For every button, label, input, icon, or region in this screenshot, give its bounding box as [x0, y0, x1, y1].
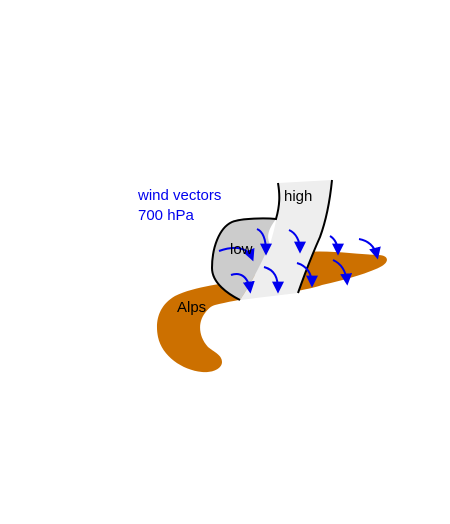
curved-arrow-icon — [230, 273, 255, 294]
legend-line-1: wind vectors — [137, 187, 221, 204]
high-outline — [297, 179, 333, 294]
high-label: high — [284, 188, 312, 205]
wind-vectors — [218, 228, 381, 294]
legend-line-2: 700 hPa — [138, 207, 195, 224]
curved-arrow-icon — [358, 238, 381, 260]
curved-arrow-icon — [256, 228, 272, 256]
curved-arrow-icon — [329, 235, 344, 256]
low-outline — [210, 182, 281, 301]
alps-shape — [156, 251, 387, 373]
curved-arrow-icon — [332, 259, 353, 286]
alps-label: Alps — [177, 299, 206, 316]
high-pressure-region — [240, 180, 332, 300]
curved-arrow-icon — [296, 262, 318, 288]
curved-arrow-icon — [263, 266, 284, 294]
curved-arrow-icon — [288, 229, 306, 254]
curved-arrow-icon — [218, 246, 255, 262]
low-label: low — [230, 241, 253, 258]
